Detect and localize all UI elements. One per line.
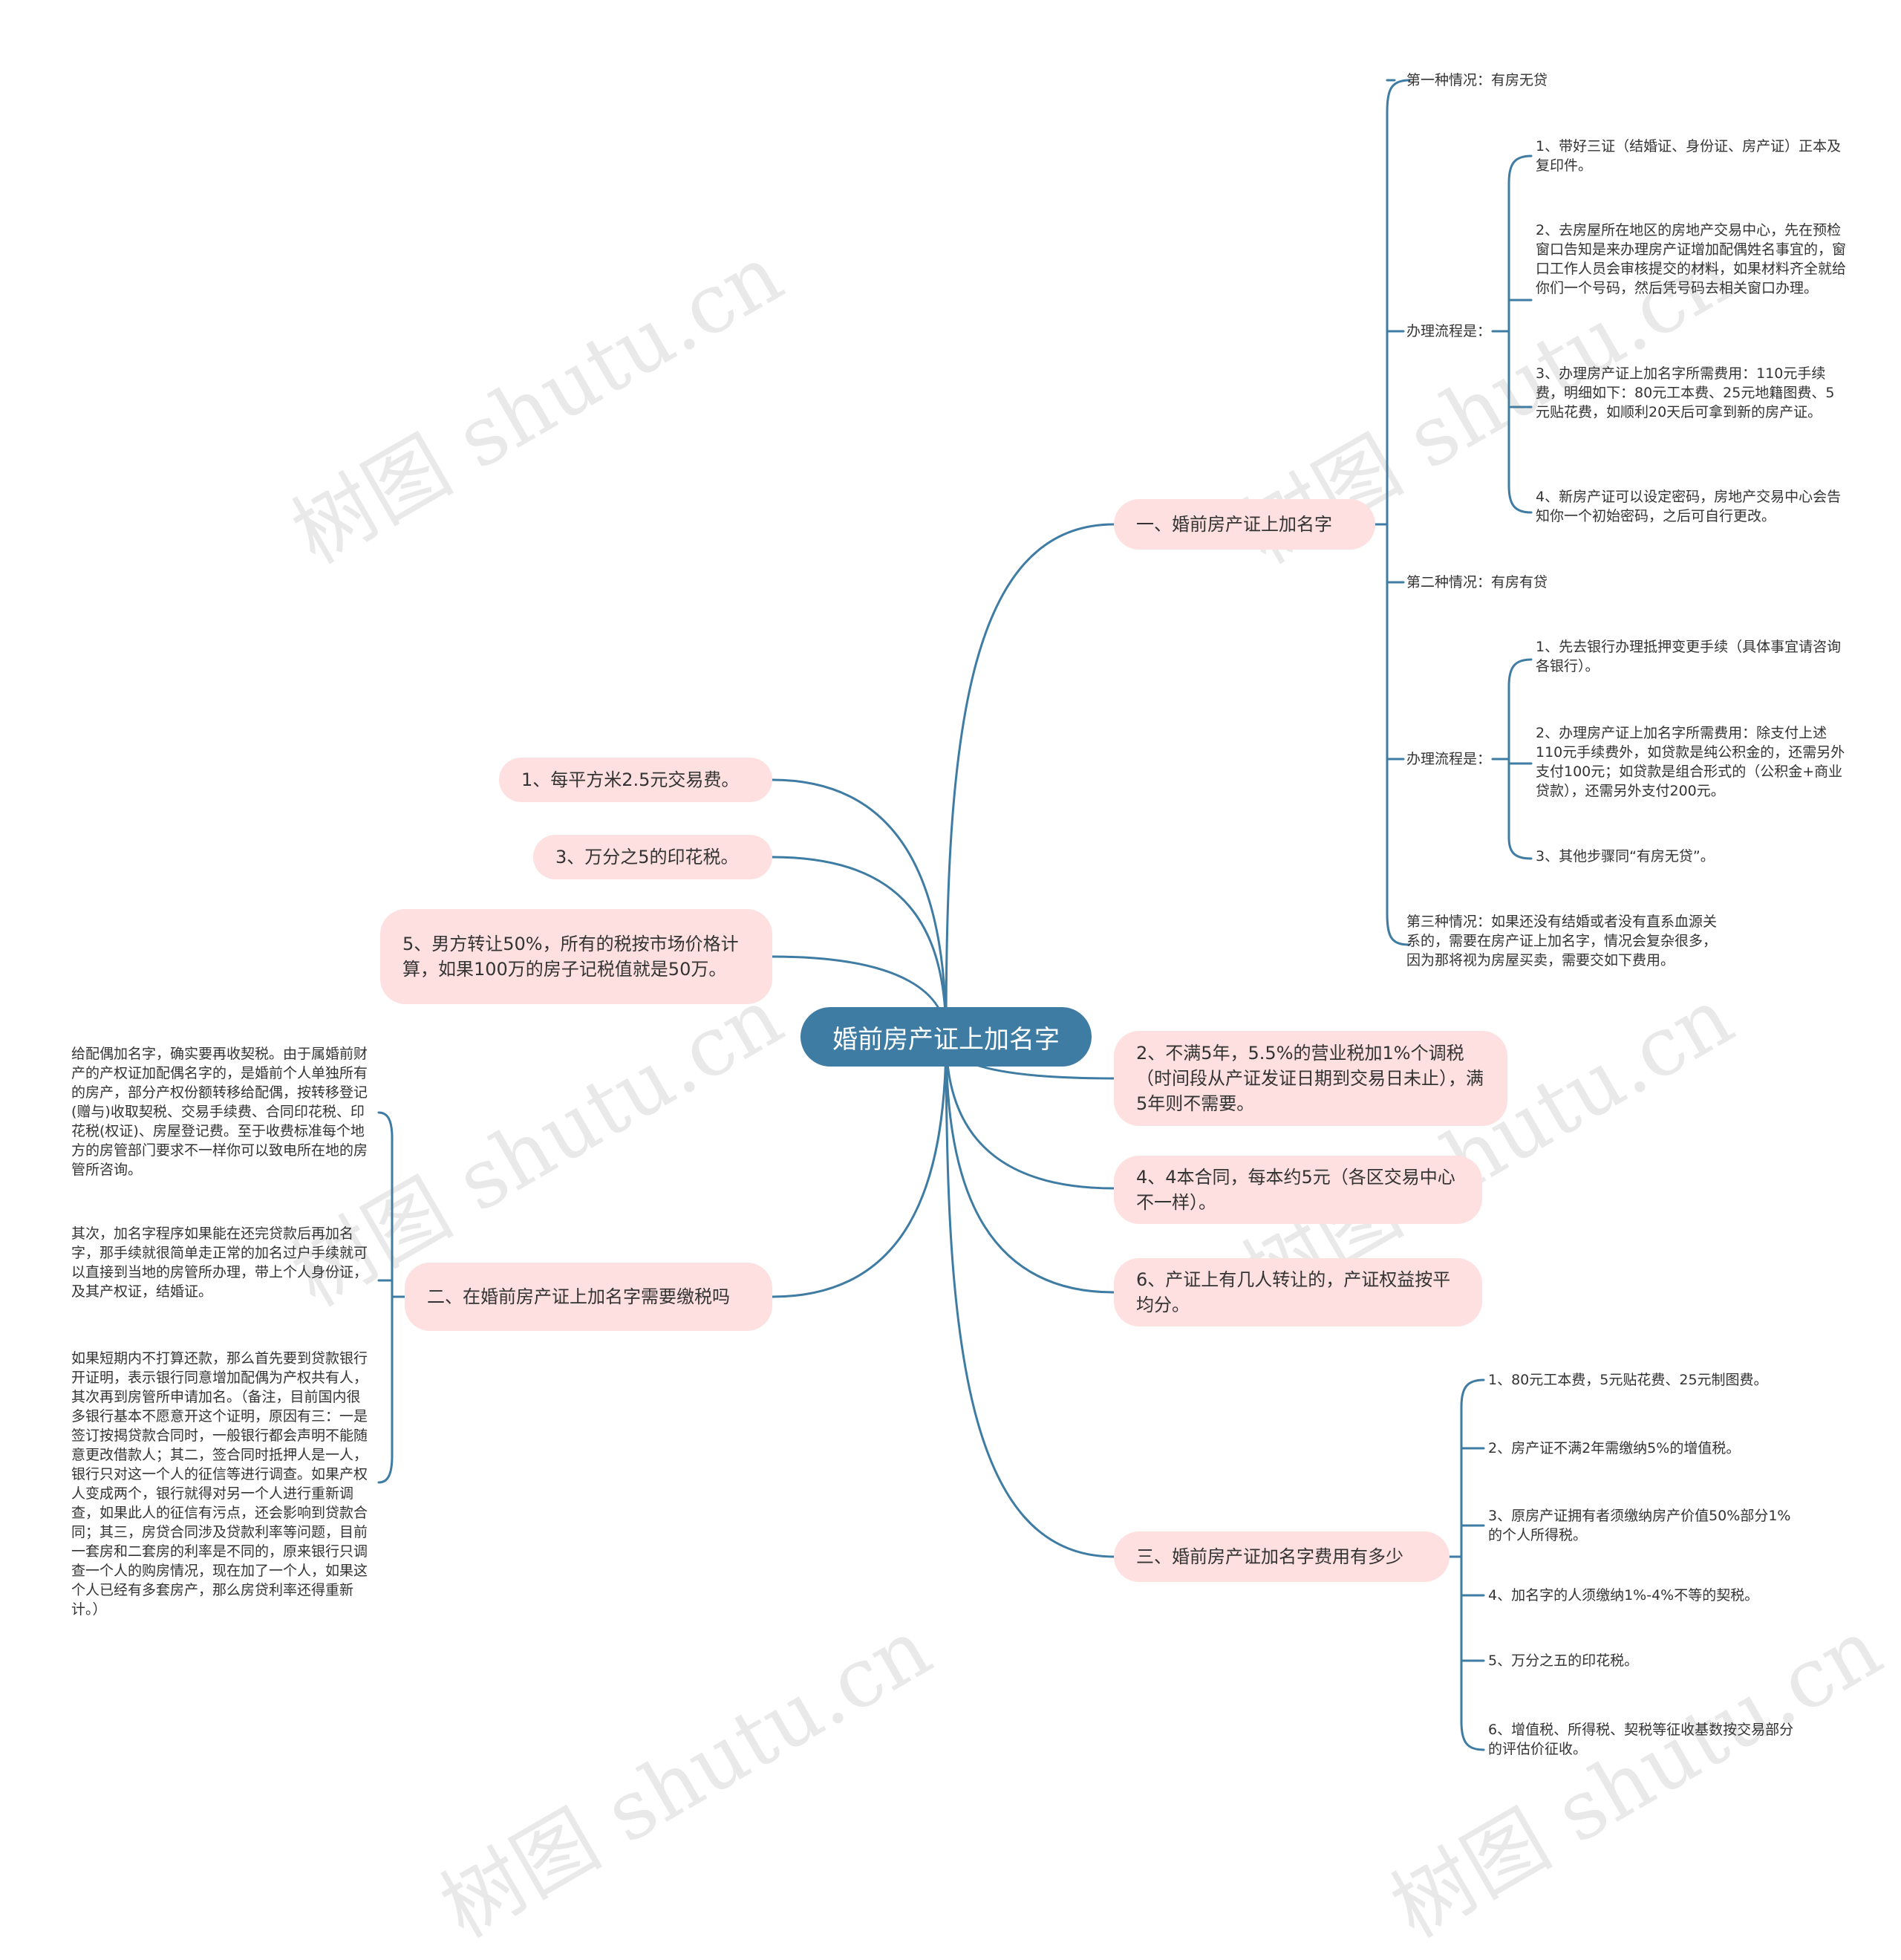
fee-item-5: 5、万分之五的印花税。 [1488,1653,1639,1669]
branch-4-node[interactable]: 4、4本合同，每本约5元（各区交易中心不一样）。 [1114,1156,1482,1224]
situation-2-label: 第二种情况：有房有贷 [1406,574,1548,590]
fee-item-4: 4、加名字的人须缴纳1%-4%不等的契税。 [1488,1587,1759,1604]
branch-6-node[interactable]: 6、产证上有几人转让的，产证权益按平均分。 [1114,1258,1482,1326]
branch-3-node[interactable]: 三、婚前房产证加名字费用有多少 [1114,1531,1450,1582]
flow-1-step-4: 4、新房产证可以设定密码，房地产交易中心会告知你一个初始密码，之后可自行更改。 [1536,489,1842,524]
flow-1-step-3: 3、办理房产证上加名字所需费用：110元手续费，明细如下：80元工本费、25元地… [1536,365,1835,420]
flow-1-label: 办理流程是： [1406,323,1492,339]
left-node-5[interactable]: 5、男方转让50%，所有的税按市场价格计算，如果100万的房子记税值就是50万。 [380,909,772,1004]
flow-2-step-2: 2、办理房产证上加名字所需费用：除支付上述110元手续费外，如贷款是纯公积金的，… [1536,725,1845,799]
left-node-3[interactable]: 3、万分之5的印花税。 [533,835,772,879]
flow-1-step-1: 1、带好三证（结婚证、身份证、房产证）正本及复印件。 [1536,138,1842,174]
left-node-1[interactable]: 1、每平方米2.5元交易费。 [499,758,772,802]
tax-paragraph-1: 给配偶加名字，确实要再收契税。由于属婚前财产的产权证加配偶名字的，是婚前个人单独… [71,1046,368,1178]
fee-item-6: 6、增值税、所得税、契税等征收基数按交易部分的评估价征收。 [1488,1722,1794,1757]
situation-3-text: 第三种情况：如果还没有结婚或者没有直系血源关系的，需要在房产证上加名字，情况会复… [1406,914,1718,968]
situation-1-label: 第一种情况：有房无贷 [1406,72,1548,88]
branch-1-node[interactable]: 一、婚前房产证上加名字 [1114,499,1375,550]
left-branch-2-node[interactable]: 二、在婚前房产证上加名字需要缴税吗 [405,1263,772,1331]
flow-2-step-1: 1、先去银行办理抵押变更手续（具体事宜请咨询各银行）。 [1536,639,1842,674]
flow-1-step-2: 2、去房屋所在地区的房地产交易中心，先在预检窗口告知是来办理房产证增加配偶姓名事… [1536,222,1847,296]
flow-2-step-3: 3、其他步骤同“有房无贷”。 [1536,848,1715,865]
central-topic[interactable]: 婚前房产证上加名字 [800,1007,1092,1067]
connector-lines [377,79,1533,1751]
fee-item-1: 1、80元工本费，5元贴花费、25元制图费。 [1488,1372,1768,1388]
tax-paragraph-2: 其次，加名字程序如果能在还完贷款后再加名字，那手续就很简单走正常的加名过户手续就… [71,1225,368,1300]
flow-2-label: 办理流程是： [1406,751,1492,767]
tax-paragraph-3: 如果短期内不打算还款，那么首先要到贷款银行开证明，表示银行同意增加配偶为产权共有… [71,1350,368,1618]
branch-2-node[interactable]: 2、不满5年，5.5%的营业税加1%个调税（时间段从产证发证日期到交易日未止），… [1114,1031,1507,1126]
fee-item-2: 2、房产证不满2年需缴纳5%的增值税。 [1488,1440,1741,1456]
fee-item-3: 3、原房产证拥有者须缴纳房产价值50%部分1%的个人所得税。 [1488,1508,1791,1543]
